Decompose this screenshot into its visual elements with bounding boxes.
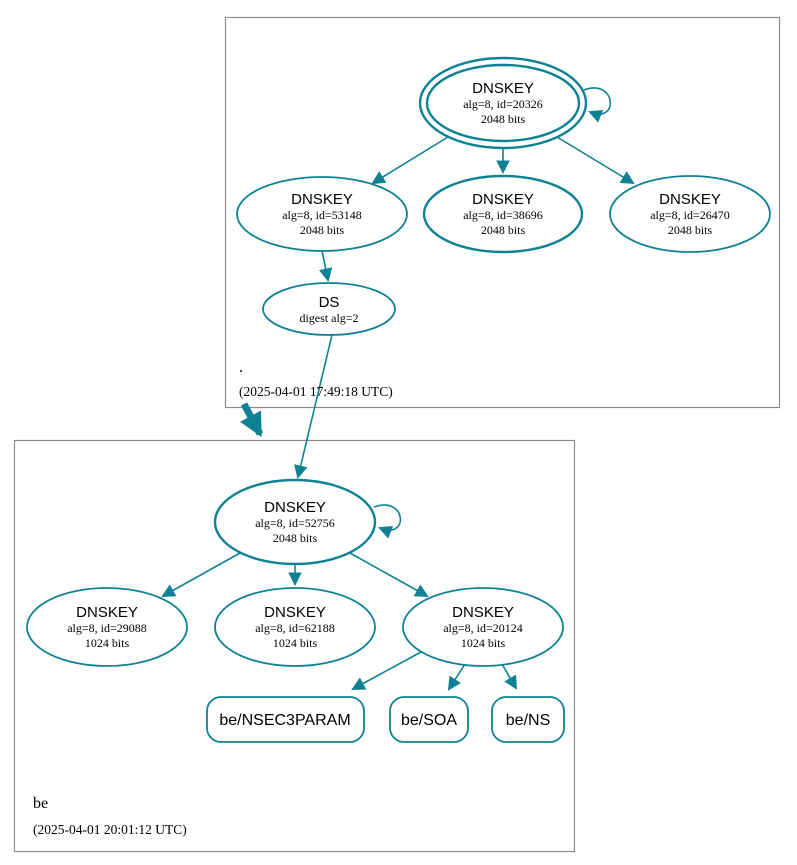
node-detail: 1024 bits <box>273 636 318 650</box>
root-zone-label: . <box>239 359 243 376</box>
node-detail: 2048 bits <box>300 223 345 237</box>
node-dnskey-38696[interactable]: DNSKEY alg=8, id=38696 2048 bits <box>422 174 584 254</box>
node-ds[interactable]: DS digest alg=2 <box>262 282 396 336</box>
node-detail: digest alg=2 <box>299 311 358 325</box>
be-zone-timestamp: (2025-04-01 20:01:12 UTC) <box>33 822 187 837</box>
node-dnskey-29088[interactable]: DNSKEY alg=8, id=29088 1024 bits <box>26 587 188 667</box>
edge-52756-to-20124 <box>349 552 429 597</box>
edge-20326-to-53148 <box>371 136 449 185</box>
node-detail: 2048 bits <box>481 112 526 126</box>
rrset-label: be/NS <box>506 712 550 729</box>
root-zone-cluster-border <box>224 16 781 409</box>
node-detail: 1024 bits <box>85 636 130 650</box>
node-dnskey-53148[interactable]: DNSKEY alg=8, id=53148 2048 bits <box>236 176 408 252</box>
node-title: DNSKEY <box>472 80 534 97</box>
node-detail: alg=8, id=20326 <box>463 97 543 111</box>
node-rrset-nsec3param[interactable]: be/NSEC3PARAM <box>206 696 365 743</box>
node-detail: alg=8, id=62188 <box>255 621 335 635</box>
node-dnskey-20326-trust-anchor[interactable]: DNSKEY alg=8, id=20326 2048 bits <box>418 56 588 150</box>
node-title: DNSKEY <box>264 499 326 516</box>
node-dnskey-20124[interactable]: DNSKEY alg=8, id=20124 1024 bits <box>402 587 564 667</box>
edge-20124-to-ns <box>501 663 518 690</box>
edge-root-delegation-to-be <box>239 402 264 438</box>
node-title: DNSKEY <box>264 604 326 621</box>
root-zone-timestamp: (2025-04-01 17:49:18 UTC) <box>239 384 393 399</box>
node-detail: alg=8, id=20124 <box>443 621 523 635</box>
edge-20124-to-nsec3param <box>351 651 422 690</box>
node-detail: alg=8, id=26470 <box>650 208 730 222</box>
node-rrset-soa[interactable]: be/SOA <box>389 696 469 743</box>
edge-52756-to-29088 <box>161 552 241 597</box>
be-zone-label: be <box>33 795 48 812</box>
node-detail: alg=8, id=38696 <box>463 208 543 222</box>
node-title: DS <box>319 294 340 311</box>
edge-20326-self-sign <box>583 87 612 123</box>
edge-20124-to-soa <box>447 663 466 691</box>
node-detail: 1024 bits <box>461 636 506 650</box>
edge-ds-to-52756 <box>294 334 333 479</box>
node-detail: alg=8, id=53148 <box>282 208 362 222</box>
node-detail: 2048 bits <box>481 223 526 237</box>
be-zone-cluster-border <box>13 439 576 853</box>
node-dnskey-62188[interactable]: DNSKEY alg=8, id=62188 1024 bits <box>214 587 376 667</box>
rrset-label: be/SOA <box>401 712 457 729</box>
node-rrset-ns[interactable]: be/NS <box>491 696 565 743</box>
node-title: DNSKEY <box>76 604 138 621</box>
node-detail: alg=8, id=29088 <box>67 621 147 635</box>
node-detail: alg=8, id=52756 <box>255 516 335 530</box>
node-dnskey-52756[interactable]: DNSKEY alg=8, id=52756 2048 bits <box>213 478 377 566</box>
rrset-label: be/NSEC3PARAM <box>219 712 350 729</box>
node-title: DNSKEY <box>472 191 534 208</box>
edge-53148-to-ds <box>318 250 333 282</box>
edge-20326-to-26470 <box>556 136 635 185</box>
node-title: DNSKEY <box>291 191 353 208</box>
node-detail: 2048 bits <box>273 531 318 545</box>
node-title: DNSKEY <box>659 191 721 208</box>
node-dnskey-26470[interactable]: DNSKEY alg=8, id=26470 2048 bits <box>609 175 771 253</box>
node-title: DNSKEY <box>452 604 514 621</box>
node-detail: 2048 bits <box>668 223 713 237</box>
edge-52756-self-sign <box>373 504 402 539</box>
